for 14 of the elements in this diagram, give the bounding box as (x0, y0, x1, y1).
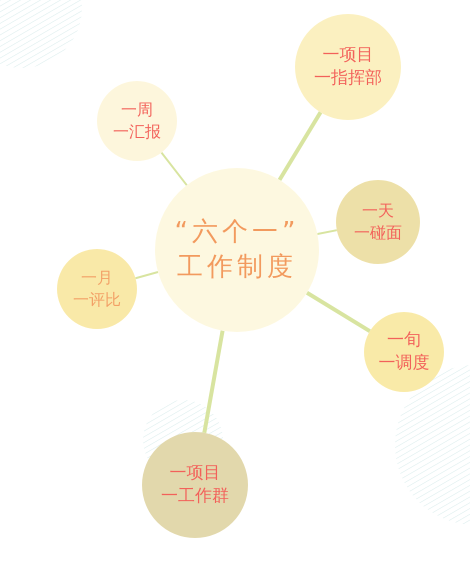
connector-line (202, 330, 225, 434)
node-label: “六个一”工作制度 (174, 216, 300, 284)
connector-line (278, 111, 322, 181)
node-label: 一旬一调度 (378, 329, 430, 375)
circle-node (364, 312, 444, 392)
connector-line (135, 271, 158, 280)
connector-line (160, 152, 188, 186)
node-label: 一项目一工作群 (161, 462, 229, 508)
node-label: 一天一碰面 (354, 200, 402, 244)
connector-line (317, 229, 337, 236)
connector-line (306, 291, 371, 333)
node-label: 一月一评比 (73, 267, 121, 311)
node-label: 一周一汇报 (113, 99, 161, 143)
node-label: 一项目一指挥部 (314, 44, 382, 90)
